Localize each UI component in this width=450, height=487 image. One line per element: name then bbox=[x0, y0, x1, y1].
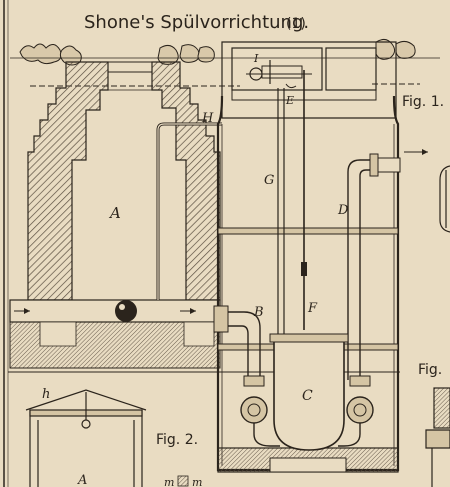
label-c: C bbox=[302, 388, 313, 404]
label-fig2-a: A bbox=[77, 473, 87, 487]
plate-number: (1) bbox=[286, 16, 306, 32]
fig1-caption: Fig. 1. bbox=[402, 94, 444, 110]
ejector-chamber bbox=[213, 41, 428, 473]
label-i: I bbox=[253, 52, 259, 65]
outlet-ball-valve bbox=[346, 396, 374, 424]
label-d: D bbox=[337, 203, 349, 218]
label-g: G bbox=[264, 173, 274, 188]
label-f: F bbox=[307, 301, 318, 316]
fig2-caption: Fig. 2. bbox=[156, 432, 198, 448]
label-h: H bbox=[201, 111, 214, 126]
partial-figure-right-bottom bbox=[425, 387, 450, 487]
label-a: A bbox=[108, 204, 121, 222]
fig-partial-caption: Fig. bbox=[418, 362, 442, 378]
label-e: E bbox=[285, 94, 294, 107]
paving-stones bbox=[19, 38, 416, 66]
label-fig2-h: h bbox=[42, 387, 50, 402]
partial-figure-right-top bbox=[439, 165, 450, 233]
label-b: B bbox=[253, 305, 264, 320]
inlet-ball-valve bbox=[240, 396, 268, 424]
plate-title: Shone's Spülvorrichtung. bbox=[84, 12, 309, 33]
scale-fragment: m m bbox=[164, 475, 202, 487]
scale-unit-left: m bbox=[164, 476, 174, 487]
manhole-chamber-a bbox=[9, 61, 222, 369]
fig2-housing bbox=[25, 389, 147, 487]
scale-unit-right: m bbox=[192, 476, 202, 487]
